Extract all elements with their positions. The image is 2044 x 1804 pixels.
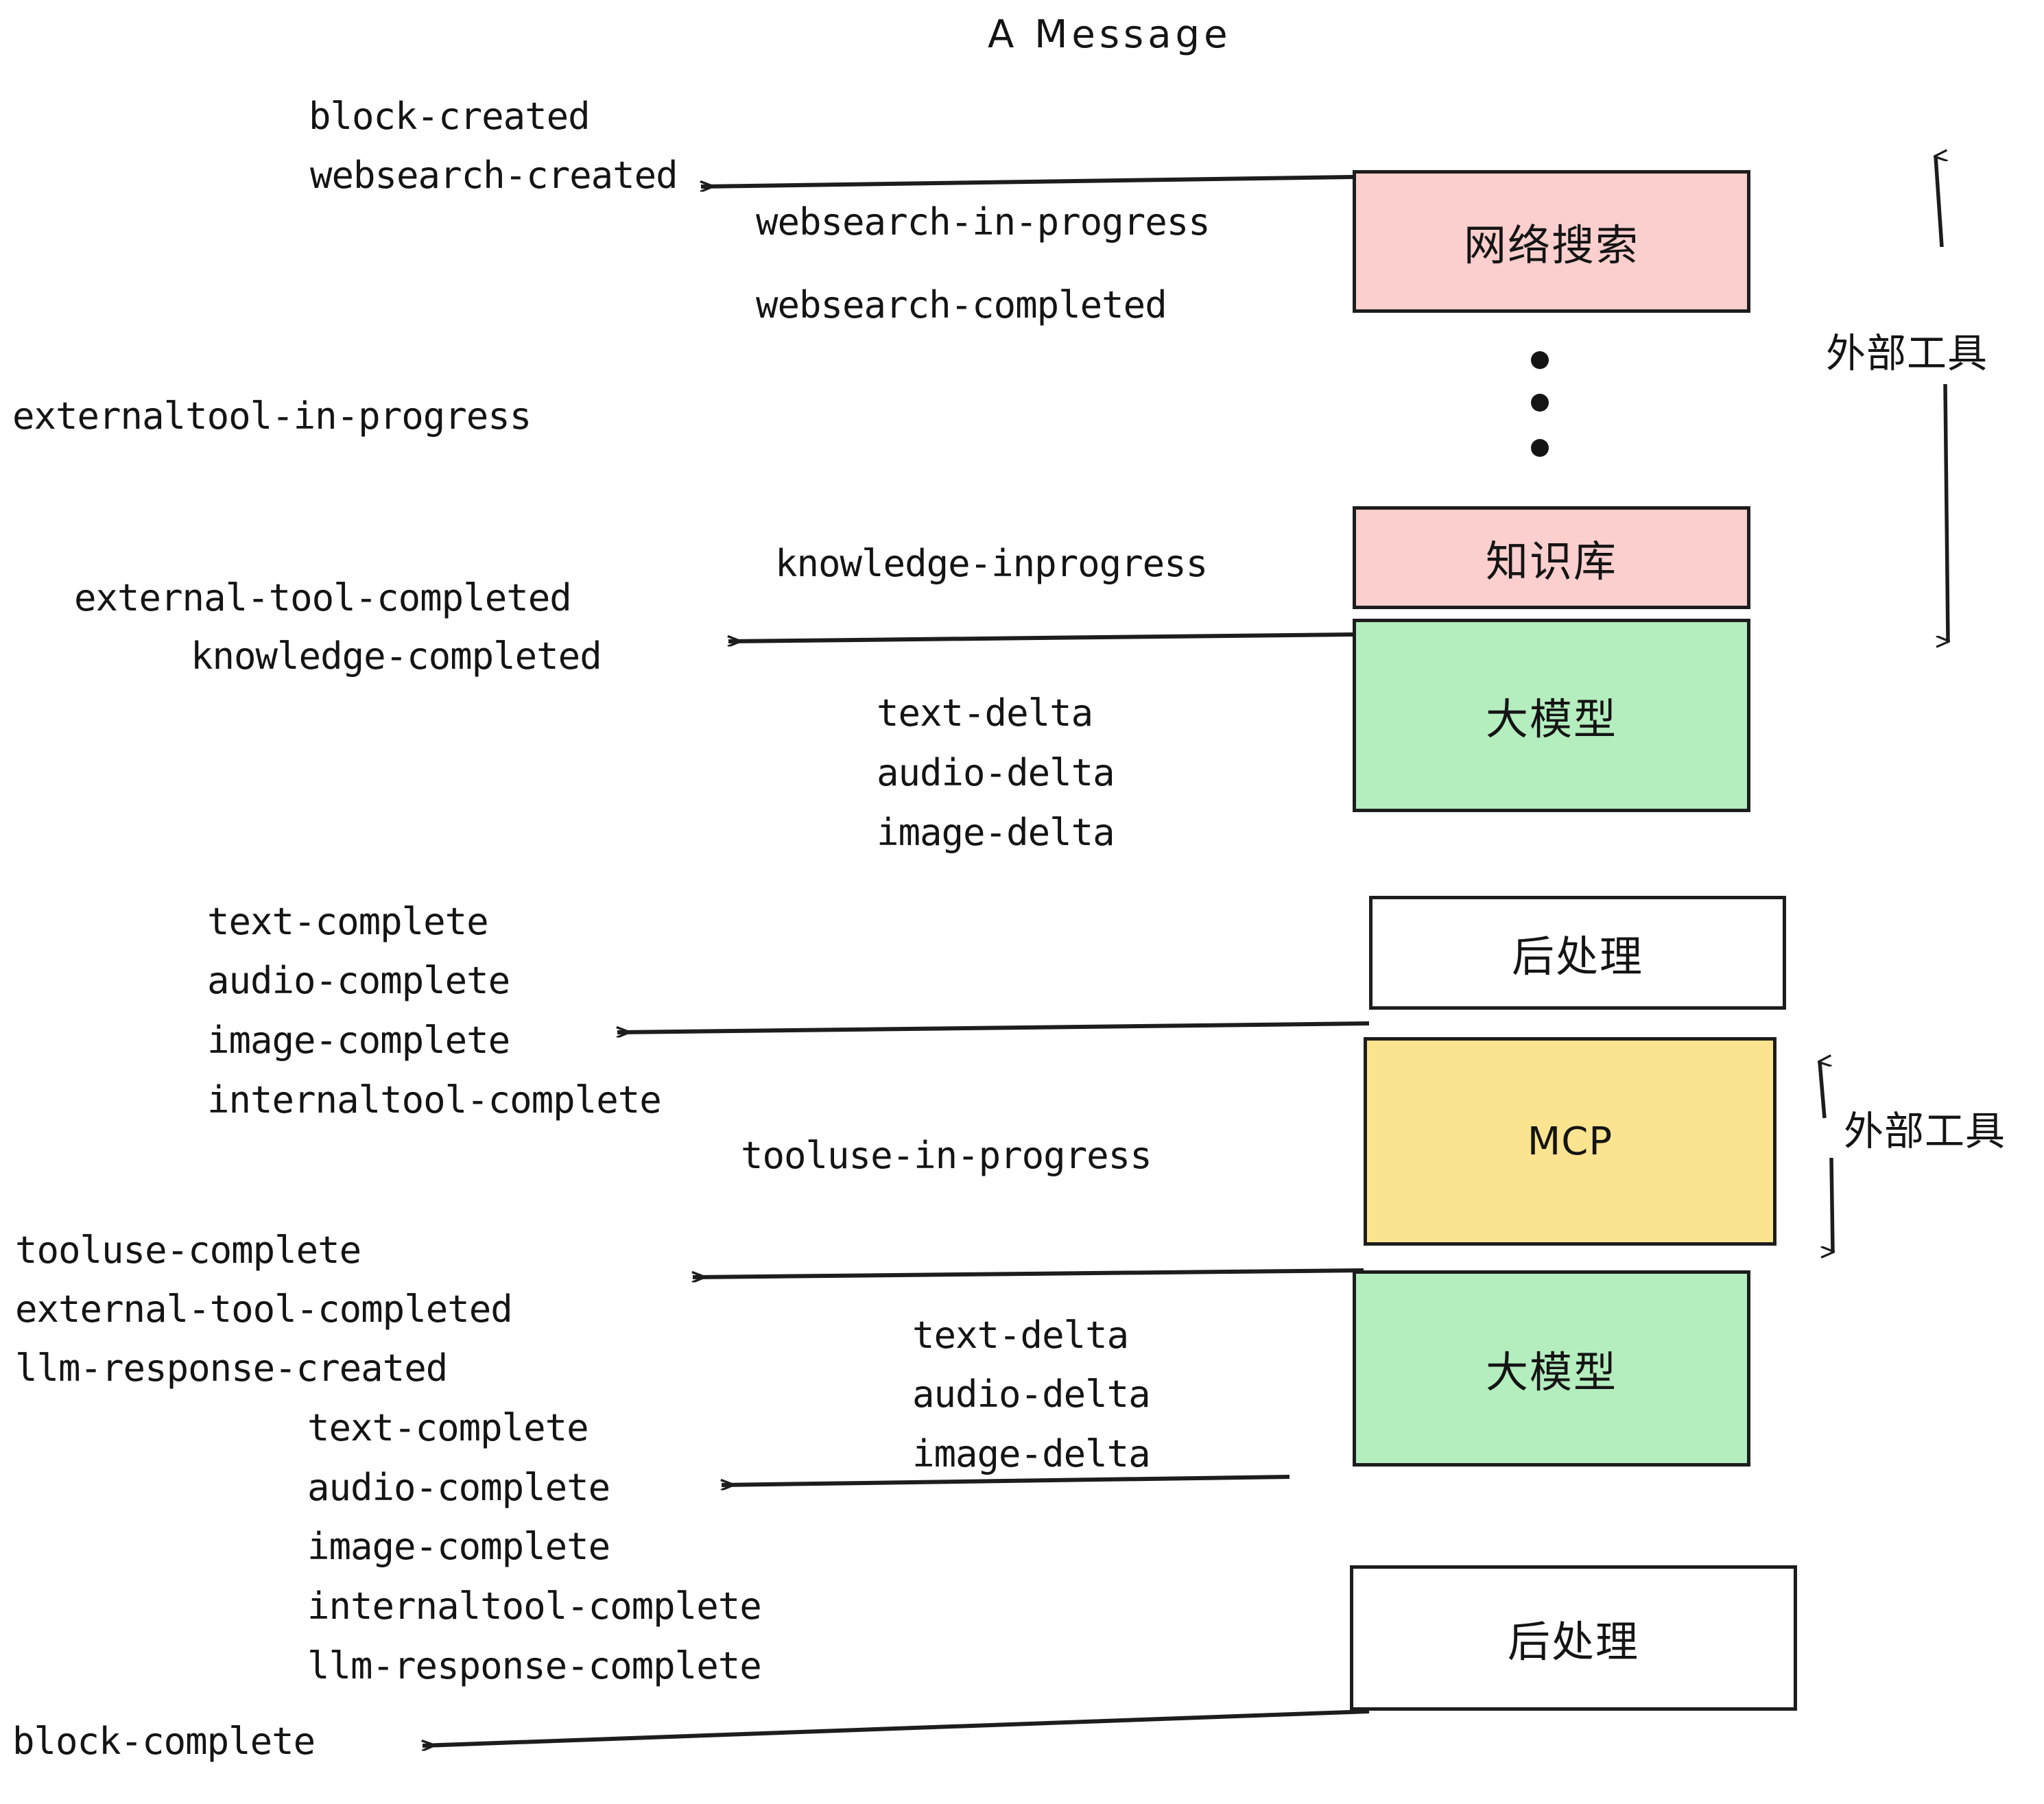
node-label: 知识库: [1485, 536, 1617, 586]
event-tooluse-complete: tooluse-complete: [15, 1229, 361, 1272]
node-label: 网络搜索: [1463, 220, 1639, 270]
event-external-tool-completed-first: external-tool-completed: [74, 576, 572, 619]
node-label: MCP: [1527, 1119, 1613, 1164]
external-tool-label-bottom: 外部工具: [1844, 1108, 2006, 1154]
event-llm-response-created: llm-response-created: [15, 1346, 448, 1390]
external-tool-up-arrow-top: [1936, 156, 1942, 248]
event-knowledge-completed: knowledge-completed: [191, 634, 602, 678]
node-knowledge[interactable]: 知识库: [1353, 506, 1750, 609]
node-postprocess-first[interactable]: 后处理: [1369, 896, 1786, 1010]
event-audio-complete-second: audio-complete: [307, 1466, 610, 1509]
node-postprocess-second[interactable]: 后处理: [1350, 1565, 1797, 1711]
event-audio-complete-first: audio-complete: [207, 959, 510, 1002]
event-websearch-created: websearch-created: [310, 154, 678, 197]
node-mcp[interactable]: MCP: [1364, 1037, 1776, 1246]
event-external-tool-completed-second: external-tool-completed: [15, 1287, 513, 1331]
arrow-block-complete: [423, 1709, 1370, 1746]
event-tooluse-in-progress: tooluse-in-progress: [741, 1134, 1152, 1177]
external-tool-up-arrow-bottom: [1820, 1062, 1825, 1119]
arrow-audio-complete: [722, 1475, 1290, 1485]
event-websearch-in-progress: websearch-in-progress: [756, 200, 1211, 244]
event-text-complete-second: text-complete: [307, 1406, 589, 1449]
arrow-knowledge-completed: [728, 632, 1353, 641]
node-llm-first[interactable]: 大模型: [1353, 619, 1750, 812]
external-tool-down-arrow-top: [1945, 383, 1948, 641]
event-audio-delta-second: audio-delta: [912, 1373, 1151, 1416]
arrow-websearch-created: [701, 175, 1353, 187]
event-image-delta-first: image-delta: [877, 811, 1115, 854]
event-text-delta-first: text-delta: [877, 691, 1093, 735]
event-llm-response-complete: llm-response-complete: [307, 1644, 762, 1687]
event-image-complete-first: image-complete: [207, 1019, 510, 1062]
event-knowledge-inprogress: knowledge-inprogress: [775, 542, 1208, 585]
node-websearch[interactable]: 网络搜索: [1353, 170, 1750, 313]
node-label: 大模型: [1485, 1347, 1617, 1397]
event-image-delta-second: image-delta: [912, 1432, 1151, 1475]
event-internaltool-complete-first: internaltool-complete: [207, 1078, 662, 1121]
external-tool-label-top: 外部工具: [1826, 330, 1988, 377]
page-title: A Message: [988, 12, 1232, 57]
event-block-created: block-created: [309, 95, 591, 138]
event-externaltool-in-progress: externaltool-in-progress: [12, 394, 532, 438]
event-block-complete: block-complete: [12, 1720, 316, 1763]
event-websearch-completed: websearch-completed: [756, 283, 1167, 327]
ellipsis-dot: [1531, 351, 1549, 369]
node-label: 后处理: [1507, 1617, 1639, 1667]
arrow-image-complete: [617, 1021, 1370, 1032]
node-llm-second[interactable]: 大模型: [1353, 1270, 1750, 1467]
external-tool-down-arrow-bottom: [1831, 1157, 1833, 1252]
ellipsis-dot: [1531, 394, 1549, 412]
event-text-delta-second: text-delta: [912, 1314, 1129, 1357]
node-label: 大模型: [1485, 694, 1617, 744]
event-internaltool-complete-second: internaltool-complete: [307, 1585, 762, 1628]
event-text-complete-first: text-complete: [207, 900, 489, 943]
node-label: 后处理: [1511, 931, 1643, 982]
arrow-tooluse-complete: [693, 1268, 1364, 1277]
event-audio-delta-first: audio-delta: [877, 751, 1115, 794]
event-image-complete-second: image-complete: [307, 1525, 610, 1568]
ellipsis-dot: [1531, 439, 1549, 457]
